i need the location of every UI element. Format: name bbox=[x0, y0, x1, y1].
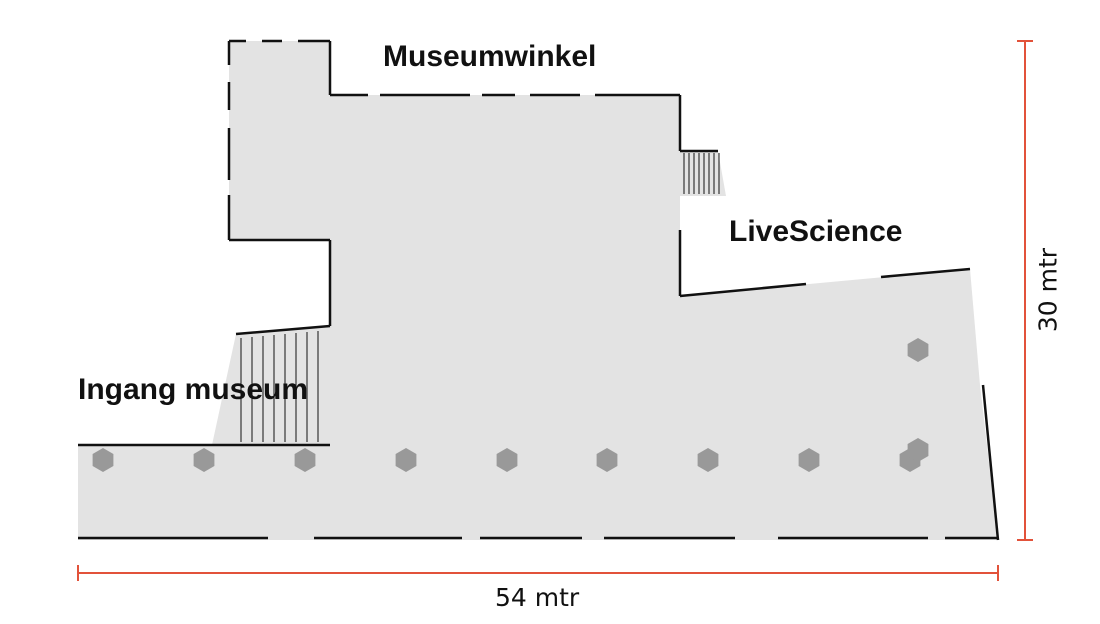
label-museumwinkel: Museumwinkel bbox=[383, 40, 597, 73]
dimension-width-label: 54 mtr bbox=[495, 583, 580, 612]
column-marker bbox=[193, 448, 215, 472]
floor-area bbox=[78, 41, 998, 540]
dimension-height bbox=[1017, 40, 1033, 541]
stairs-entrance bbox=[240, 331, 319, 442]
dimension-width bbox=[77, 565, 999, 581]
label-ingang-museum: Ingang museum bbox=[78, 373, 309, 406]
column-marker bbox=[294, 448, 316, 472]
column-marker bbox=[596, 448, 618, 472]
column-marker bbox=[907, 438, 929, 462]
walls bbox=[78, 39, 1000, 541]
stairs-livescience bbox=[683, 153, 720, 194]
column-marker bbox=[798, 448, 820, 472]
column-marker bbox=[395, 448, 417, 472]
dimension-height-label: 30 mtr bbox=[1033, 247, 1063, 333]
columns bbox=[92, 338, 929, 472]
label-livescience: LiveScience bbox=[729, 215, 903, 248]
column-marker bbox=[907, 338, 929, 362]
column-marker bbox=[697, 448, 719, 472]
column-marker bbox=[92, 448, 114, 472]
column-marker bbox=[496, 448, 518, 472]
